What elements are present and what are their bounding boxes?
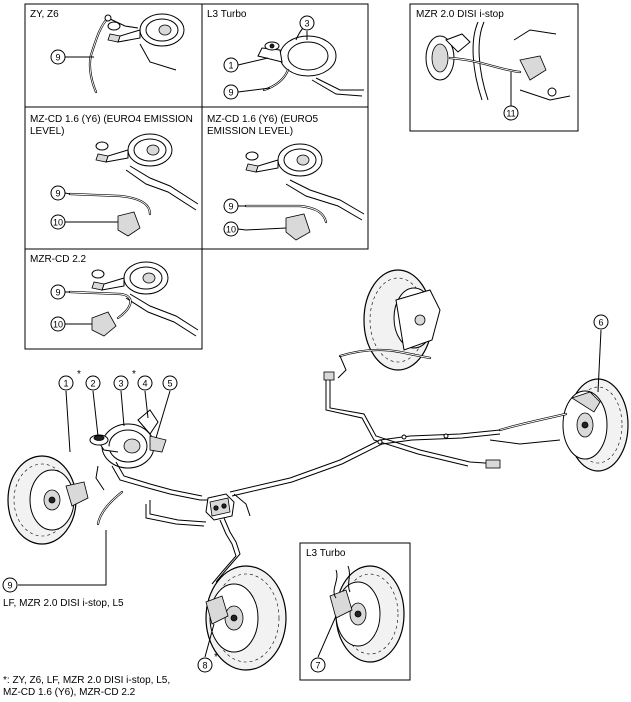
panel-mzcd-euro5 (201, 106, 369, 250)
svg-text:2: 2 (90, 379, 95, 389)
callout-5-main: 5 (162, 375, 178, 391)
label-zy-z6: ZY, Z6 (30, 9, 59, 20)
main-brake-pipes (229, 429, 501, 497)
svg-text:10: 10 (53, 320, 63, 330)
label-mzrcd-22: MZR-CD 2.2 (30, 254, 87, 265)
callout-9-mzrcd: 9 (50, 284, 66, 300)
callout-11-disi: 11 (503, 105, 519, 121)
rear-brake-lines (323, 355, 501, 467)
callout-10-euro5: 10 (223, 221, 239, 237)
footnote-line1: *: ZY, Z6, LF, MZR 2.0 DISI i-stop, L5, (3, 675, 170, 686)
booster-illustration (95, 133, 173, 167)
callout-10-euro4: 10 (50, 214, 66, 230)
panel-l3-turbo-bottom (299, 542, 411, 681)
svg-text:7: 7 (315, 661, 320, 671)
callout-2-main: 2 (85, 375, 101, 391)
svg-text:1: 1 (228, 61, 233, 71)
svg-text:8: 8 (202, 661, 207, 671)
svg-text:9: 9 (55, 189, 60, 199)
front-left-wheel (7, 455, 89, 545)
label-mzcd-euro5-line1: MZ-CD 1.6 (Y6) (EURO5 (207, 114, 319, 125)
svg-text:10: 10 (226, 225, 236, 235)
booster-illustration (245, 143, 323, 177)
booster-illustration (107, 13, 185, 47)
svg-text:10: 10 (53, 218, 63, 228)
rear-caliper (571, 391, 601, 413)
front-left-caliper (65, 481, 89, 507)
svg-text:9: 9 (55, 53, 60, 63)
svg-text:1: 1 (63, 379, 68, 389)
label-mzcd-euro4-line2: LEVEL) (30, 126, 64, 137)
label-l3-turbo-bottom: L3 Turbo (306, 548, 346, 559)
svg-text:6: 6 (598, 318, 603, 328)
svg-text:11: 11 (506, 109, 515, 119)
main-booster-assembly (89, 409, 216, 501)
callout-1-main: 1 * (58, 369, 81, 391)
callout-3-main: 3 * (113, 369, 136, 391)
callout-6-main: 6 (593, 314, 609, 330)
svg-text:4: 4 (142, 379, 147, 389)
vacuum-hose-main (95, 465, 124, 526)
svg-text:9: 9 (55, 288, 60, 298)
svg-text:3: 3 (304, 19, 309, 29)
rear-right-wheel (485, 378, 629, 472)
panel-mzr-disi-istop (409, 3, 579, 132)
svg-text:*: * (77, 369, 81, 380)
label-mzcd-euro5-line2: EMISSION LEVEL) (207, 126, 293, 137)
svg-text:*: * (132, 369, 136, 380)
front-right-wheel (205, 565, 287, 671)
callout-leaders (18, 31, 602, 658)
callout-9-euro5: 9 (223, 198, 239, 214)
callout-7-main: 7 (310, 657, 326, 673)
svg-text:9: 9 (228, 88, 233, 98)
callout-10-mzrcd: 10 (50, 316, 66, 332)
svg-text:3: 3 (118, 379, 123, 389)
svg-text:5: 5 (167, 379, 172, 389)
callout-9-zy: 9 (50, 49, 66, 65)
callout-1-l3: 1 (223, 57, 239, 73)
svg-text:*: * (214, 652, 218, 663)
svg-text:9: 9 (228, 202, 233, 212)
callout-9-main: 9 (2, 577, 18, 593)
footnote-line2: MZ-CD 1.6 (Y6), MZR-CD 2.2 (3, 687, 136, 698)
label-mzcd-euro4-line1: MZ-CD 1.6 (Y6) (EURO4 EMISSION (30, 114, 193, 125)
callout-8-main: 8 * (197, 652, 218, 673)
vacuum-pump (117, 211, 141, 237)
panel-mzrcd-22 (24, 248, 203, 350)
vacuum-pump (91, 311, 117, 337)
vacuum-pump (285, 213, 311, 241)
svg-text:9: 9 (7, 581, 12, 591)
label-mzr-disi-istop: MZR 2.0 DISI i-stop (416, 9, 504, 20)
dsc-hu-unit (205, 493, 235, 521)
front-pipes (145, 493, 251, 585)
booster-illustration (91, 261, 169, 295)
callout-4-main: 4 (137, 375, 153, 391)
label-engine-note: LF, MZR 2.0 DISI i-stop, L5 (3, 598, 124, 609)
callout-9-euro4: 9 (50, 185, 66, 201)
bracket (137, 409, 159, 435)
label-l3-turbo-top: L3 Turbo (207, 9, 247, 20)
rear-upper-wheel (338, 269, 441, 371)
callout-9-l3: 9 (223, 84, 239, 100)
front-right-caliper (205, 595, 229, 625)
callout-3-l3: 3 (299, 15, 315, 31)
